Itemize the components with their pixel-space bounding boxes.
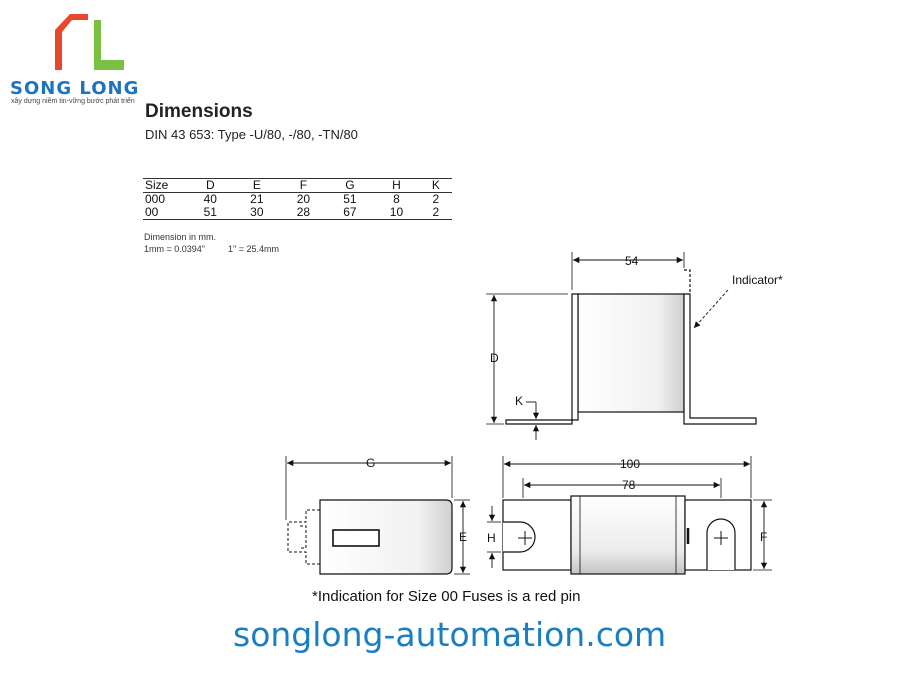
col-header-h: H [392, 178, 401, 192]
fuse-body-top [570, 495, 686, 575]
col-header-k: K [431, 178, 440, 192]
table-cell: 21 [250, 192, 264, 206]
logo-brand-text: SONG LONG [10, 78, 140, 99]
conversion-note-mm: 1mm = 0.0394" [144, 244, 205, 254]
label-k: K [515, 394, 523, 408]
logo-tagline: xây dựng niềm tin-vững bước phát triển [11, 98, 135, 105]
end-view-drawing [285, 456, 470, 575]
left-cross-mark [518, 531, 532, 545]
col-header-size: Size [145, 178, 169, 192]
table-cell: 51 [203, 205, 217, 219]
footnote: *Indication for Size 00 Fuses is a red p… [312, 588, 581, 605]
table-cell: 20 [296, 192, 311, 206]
indicator-leader [693, 289, 729, 329]
website-url: songlong-automation.com [233, 615, 667, 654]
label-indicator: Indicator* [732, 273, 783, 287]
left-blade-outline [505, 293, 579, 425]
fuse-body-side [577, 293, 685, 413]
dimensions-table: Size D E F G H K 000 40 21 20 51 8 2 00 … [143, 178, 452, 220]
unit-note: Dimension in mm. [144, 232, 217, 242]
page-title: Dimensions [145, 101, 253, 122]
table-cell: 000 [145, 192, 166, 206]
table-cell: 00 [145, 205, 159, 219]
label-h: H [487, 531, 496, 545]
right-blade-outline [683, 293, 757, 425]
top-view-drawing [487, 456, 772, 575]
right-cross-mark [714, 531, 728, 545]
table-cell: 8 [393, 192, 400, 206]
left-slot [503, 521, 536, 553]
table-cell: 10 [389, 205, 404, 219]
indicator-pin [684, 269, 691, 294]
label-g: G [366, 456, 375, 470]
label-100: 100 [620, 457, 640, 471]
table-cell: 67 [343, 205, 357, 219]
song-long-logo [55, 14, 124, 70]
logo-red-shape [55, 14, 88, 70]
end-blade-slot [332, 529, 380, 547]
col-header-g: G [345, 178, 355, 192]
logo-green-shape [94, 20, 124, 70]
table-cell: 51 [343, 192, 357, 206]
conversion-note-inch: 1" = 25.4mm [228, 244, 279, 254]
table-header-row: Size D E F G H K [143, 178, 452, 193]
page-subtitle: DIN 43 653: Type -U/80, -/80, -TN/80 [145, 127, 358, 142]
label-d: D [490, 351, 499, 365]
col-header-f: F [299, 178, 308, 192]
col-header-d: D [205, 178, 215, 192]
label-e: E [459, 530, 467, 544]
col-header-e: E [252, 178, 261, 192]
end-body [319, 499, 453, 575]
table-cell: 2 [432, 205, 440, 219]
label-78: 78 [622, 478, 636, 492]
table-cell: 40 [203, 192, 217, 206]
table-row: 00 51 30 28 67 10 2 [143, 206, 452, 220]
side-view-drawing [486, 252, 757, 440]
end-indicator-outline [287, 509, 320, 565]
table-cell: 28 [296, 205, 311, 219]
table-row: 000 40 21 20 51 8 2 [143, 193, 452, 207]
table-cell: 30 [250, 205, 264, 219]
table-cell: 2 [432, 192, 440, 206]
label-f: F [760, 530, 767, 544]
label-54: 54 [625, 254, 639, 268]
